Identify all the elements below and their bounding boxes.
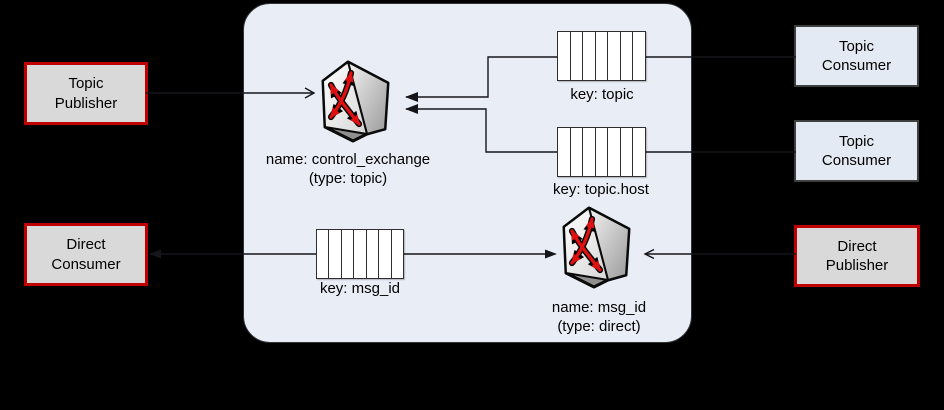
queue-cell (594, 32, 608, 80)
queue-cell (558, 32, 570, 80)
queue-cell (340, 230, 353, 278)
queue-cell (558, 128, 570, 176)
direct-consumer-node: Direct Consumer (24, 223, 148, 286)
topic-queue (557, 31, 646, 81)
queue-cell (607, 128, 620, 176)
queue-cell (594, 128, 608, 176)
queue-cell (619, 32, 633, 80)
arrow-direct-publisher-to-direct-exchange (643, 248, 796, 260)
direct-exchange-icon (564, 208, 629, 287)
queue-cell (607, 32, 620, 80)
control-exchange-name-label: name: control_exchange (265, 151, 431, 168)
direct-exchange-name-label: name: msg_id (551, 299, 647, 316)
direct-exchange-type-label: (type: direct) (557, 318, 641, 335)
arrow-topic-publisher-to-control-exchange (146, 87, 316, 99)
queue-cell (353, 230, 365, 278)
topic-queue-label: key: topic (570, 86, 634, 103)
queue-cell (569, 32, 583, 80)
msg-id-queue-label: key: msg_id (319, 280, 401, 297)
topic-consumer-2-label: Topic Consumer (821, 132, 892, 169)
msg-id-queue (316, 229, 404, 279)
queue-cell (569, 128, 583, 176)
control-exchange-icon (323, 62, 388, 141)
queue-cell (632, 32, 645, 80)
topic-consumer-2-node: Topic Consumer (794, 120, 919, 182)
topic-publisher-node: Topic Publisher (24, 62, 148, 125)
queue-cell (390, 230, 403, 278)
topic-host-queue (557, 127, 646, 177)
direct-publisher-node: Direct Publisher (794, 225, 920, 287)
direct-publisher-label: Direct Publisher (825, 237, 889, 274)
direct-consumer-label: Direct Consumer (51, 236, 121, 273)
queue-cell (317, 230, 328, 278)
topic-consumer-1-node: Topic Consumer (794, 25, 919, 87)
queue-cell (378, 230, 390, 278)
topic-host-queue-label: key: topic.host (553, 181, 649, 198)
topic-consumer-1-label: Topic Consumer (821, 37, 892, 74)
queue-cell (632, 128, 645, 176)
queue-cell (582, 32, 595, 80)
queue-cell (582, 128, 595, 176)
queue-cell (365, 230, 378, 278)
queue-cell (619, 128, 633, 176)
control-exchange-type-label: (type: topic) (308, 170, 388, 187)
queue-cell (328, 230, 340, 278)
topic-publisher-label: Topic Publisher (54, 75, 118, 112)
